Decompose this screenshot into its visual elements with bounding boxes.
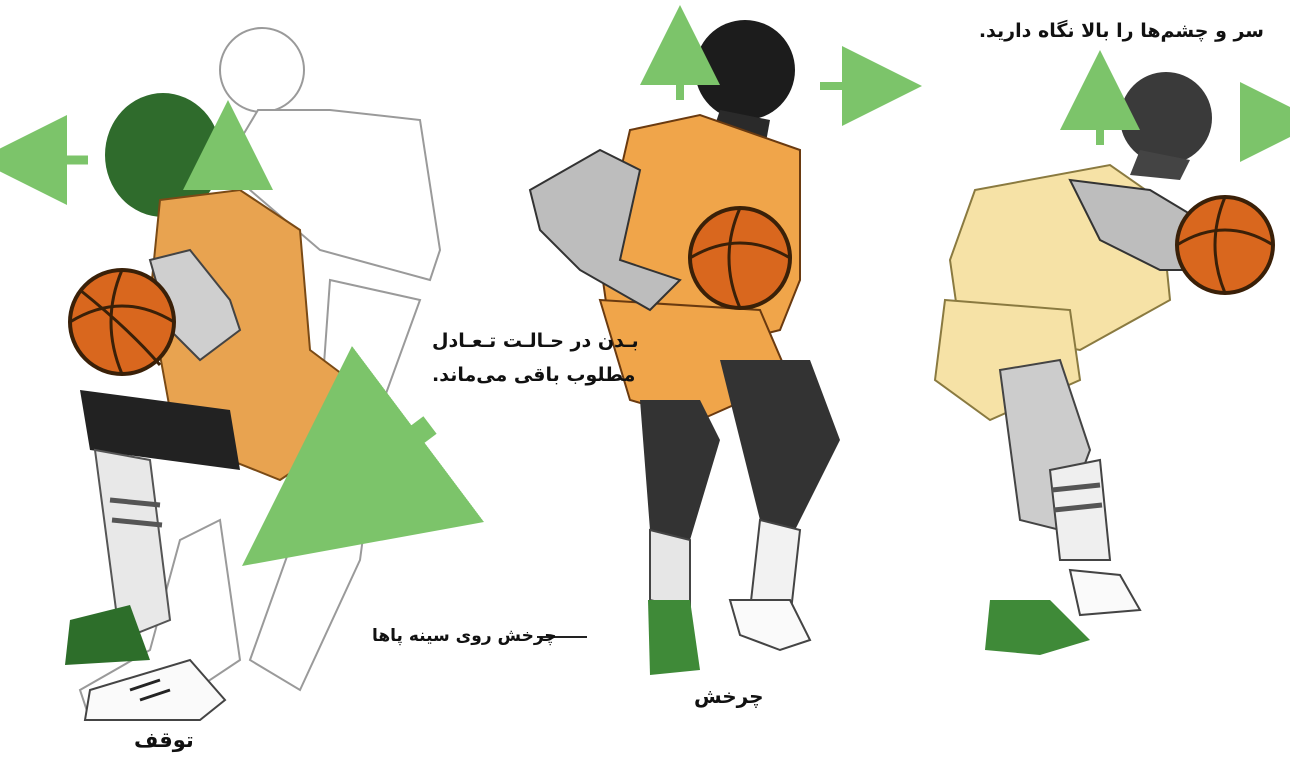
basketball-icon bbox=[1177, 197, 1273, 293]
caption-pivot-on-ball: چرخش روی سینه پاها bbox=[372, 626, 557, 646]
caption-body-balance-line1: بـدن در حـالـت تـعـادل bbox=[432, 330, 639, 352]
caption-stop: توقف bbox=[134, 728, 194, 752]
player-head-up bbox=[935, 72, 1212, 655]
basketball-icon bbox=[690, 208, 790, 308]
caption-body-balance-line2: مطلوب باقی می‌ماند. bbox=[432, 364, 635, 386]
basketball-icon bbox=[70, 270, 174, 374]
caption-head-up: سر و چشم‌ها را بالا نگاه دارید. bbox=[979, 20, 1264, 42]
caption-pivot: چرخش bbox=[694, 684, 764, 708]
